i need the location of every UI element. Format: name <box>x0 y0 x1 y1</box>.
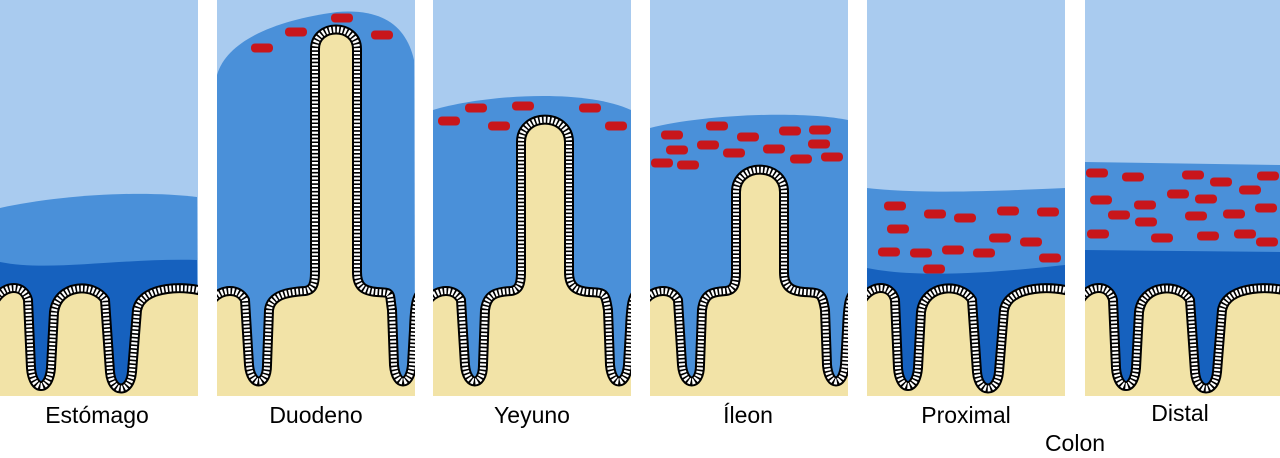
bacterium <box>997 206 1019 216</box>
panel-jejunum <box>433 0 631 396</box>
bacterium <box>1223 209 1245 219</box>
bacterium <box>666 145 688 155</box>
bacterium <box>1134 200 1156 210</box>
epithelium-cells <box>217 26 415 385</box>
bacterium <box>723 148 745 158</box>
bacterium <box>1257 171 1279 181</box>
bacterium <box>1239 185 1261 195</box>
bacterium <box>1256 237 1278 247</box>
tissue <box>867 288 1065 396</box>
label-colon: Colon <box>1044 430 1106 456</box>
panel-proximal-colon <box>867 0 1065 396</box>
bacterium <box>1039 253 1061 263</box>
label-ileum: Íleon <box>723 402 773 428</box>
bacterium <box>821 152 843 162</box>
bacterium <box>1037 207 1059 217</box>
bacterium <box>809 125 831 135</box>
bacterium <box>989 233 1011 243</box>
bacterium <box>1255 203 1277 213</box>
bacterium <box>1197 231 1219 241</box>
bacterium <box>677 160 699 170</box>
bacterium <box>1151 233 1173 243</box>
bacterium <box>512 101 534 111</box>
epithelium-cells <box>433 116 631 385</box>
bacterium <box>973 248 995 258</box>
bacterium <box>371 30 393 40</box>
bacterium <box>579 103 601 113</box>
bacterium <box>697 140 719 150</box>
bacterium <box>779 126 801 136</box>
bacterium <box>1087 229 1109 239</box>
bacterium <box>651 158 673 168</box>
bacterium <box>763 144 785 154</box>
bacterium <box>285 27 307 37</box>
bacterium <box>1086 168 1108 178</box>
bacterium <box>661 130 683 140</box>
panel-stomach <box>0 0 198 396</box>
bacterium <box>1020 237 1042 247</box>
bacterium <box>887 224 909 234</box>
bacterium <box>465 103 487 113</box>
bacterium <box>488 121 510 131</box>
bacterium <box>924 209 946 219</box>
bacterium <box>1108 210 1130 220</box>
bacterium <box>808 139 830 149</box>
label-duodenum: Duodeno <box>269 402 363 428</box>
panel-ileum <box>650 0 848 396</box>
tissue <box>1085 288 1280 396</box>
bacterium <box>878 247 900 257</box>
bacterium <box>1210 177 1232 187</box>
bacterium <box>790 154 812 164</box>
bacterium <box>884 201 906 211</box>
bacterium <box>331 13 353 23</box>
epithelium-cells <box>0 285 198 392</box>
bacterium <box>1122 172 1144 182</box>
label-proximal-colon: Proximal <box>921 402 1011 428</box>
bacterium <box>251 43 273 53</box>
bacterium <box>1182 170 1204 180</box>
label-stomach: Estómago <box>45 402 149 428</box>
epithelium-cells <box>867 285 1065 392</box>
bacterium <box>923 264 945 274</box>
panel-distal-colon <box>1085 0 1280 396</box>
tissue <box>650 169 848 396</box>
bacterium <box>1234 229 1256 239</box>
bacterium <box>1135 217 1157 227</box>
tissue <box>433 119 631 396</box>
bacterium <box>954 213 976 223</box>
epithelium-cells <box>650 166 848 385</box>
bacterium <box>942 245 964 255</box>
bacterium <box>1195 194 1217 204</box>
panel-duodenum <box>217 0 415 396</box>
bacterium <box>737 132 759 142</box>
label-jejunum: Yeyuno <box>494 402 570 428</box>
bacterium <box>438 116 460 126</box>
bacterium <box>1185 211 1207 221</box>
label-distal-colon: Distal <box>1151 400 1209 426</box>
epithelium-cells <box>1085 285 1280 392</box>
bacterium <box>706 121 728 131</box>
bacterium <box>910 248 932 258</box>
bacterium <box>1167 189 1189 199</box>
bacterium <box>605 121 627 131</box>
tissue <box>0 288 198 396</box>
bacterium <box>1090 195 1112 205</box>
